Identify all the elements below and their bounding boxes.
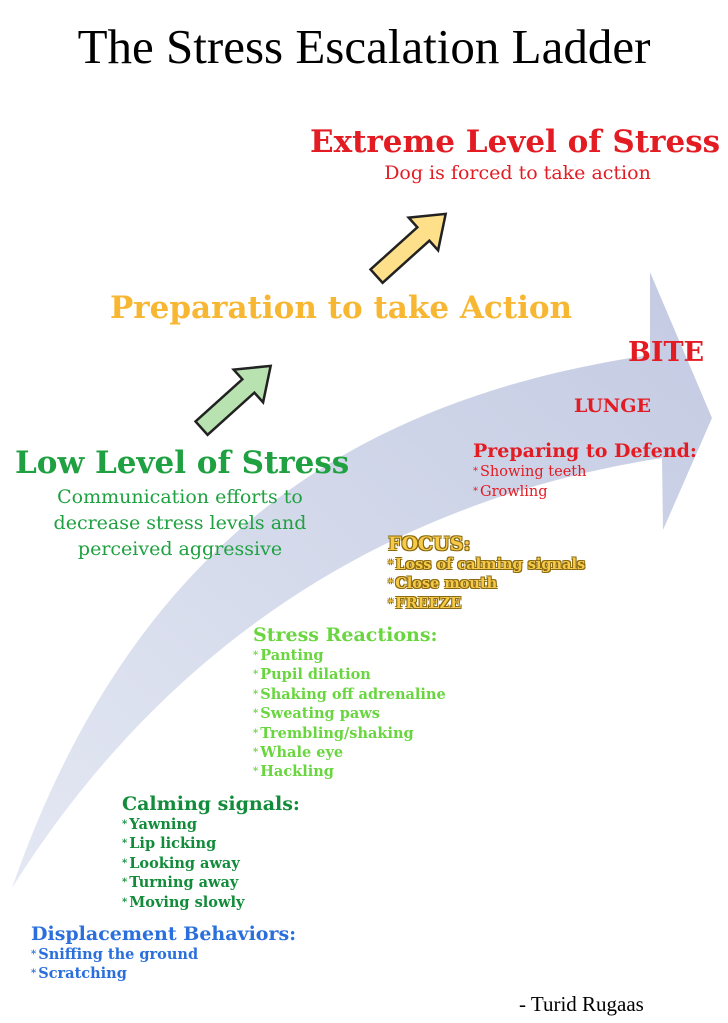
list-item: *Hackling — [253, 763, 334, 781]
preparing-to-defend-title: Preparing to Defend: — [473, 440, 697, 462]
list-item: *Looking away — [122, 854, 240, 872]
list-item: *Sweating paws — [253, 705, 380, 723]
list-item: *Whale eye — [253, 744, 344, 762]
bite-label: BITE — [628, 337, 705, 368]
extreme-stress-subtitle: Dog is forced to take action — [384, 162, 651, 184]
list-item: *Loss of calming signals — [388, 556, 586, 573]
list-item: *Yawning — [122, 816, 198, 833]
calming-signals-title: Calming signals: — [122, 793, 300, 815]
list-item: *Shaking off adrenaline — [253, 685, 446, 703]
focus-group: FOCUS: *Loss of calming signals *Close m… — [388, 533, 585, 613]
calming-signals-group: Calming signals: *Yawning *Lip licking *… — [122, 793, 300, 912]
displacement-behaviors-title: Displacement Behaviors: — [31, 923, 297, 945]
low-stress-subtitle: Communication efforts to decrease stress… — [53, 486, 307, 560]
preparation-heading: Preparation to take Action — [110, 290, 573, 326]
preparing-to-defend-list: *Showing teeth *Growling — [473, 462, 697, 503]
displacement-behaviors-list: *Sniffing the ground *Scratching — [31, 945, 296, 984]
calming-signals-list: *Yawning *Lip licking *Looking away *Tur… — [122, 815, 300, 912]
focus-title: FOCUS: — [388, 533, 471, 555]
preparing-to-defend-group: Preparing to Defend: *Showing teeth *Gro… — [473, 440, 697, 503]
list-item: *Lip licking — [122, 835, 217, 853]
list-item: *Sniffing the ground — [31, 946, 199, 963]
extreme-stress-heading: Extreme Level of Stress — [310, 124, 721, 160]
page-title: The Stress Escalation Ladder — [77, 19, 651, 74]
list-item: *Showing teeth — [473, 464, 587, 480]
lunge-label: LUNGE — [574, 395, 651, 417]
list-item: *FREEZE — [388, 594, 462, 612]
list-item: *Growling — [473, 484, 548, 501]
list-item: *Scratching — [31, 965, 127, 983]
list-item: *Panting — [253, 647, 324, 664]
list-item: *Moving slowly — [122, 893, 245, 911]
low-stress-heading: Low Level of Stress — [15, 445, 350, 481]
stress-reactions-group: Stress Reactions: *Panting *Pupil dilati… — [253, 624, 446, 782]
list-item: *Trembling/shaking — [253, 724, 414, 742]
displacement-behaviors-group: Displacement Behaviors: *Sniffing the gr… — [31, 923, 296, 984]
yellow-arrow-icon — [368, 212, 448, 285]
list-item: *Close mouth — [388, 575, 498, 593]
stress-reactions-title: Stress Reactions: — [253, 624, 438, 646]
author-credit: - Turid Rugaas — [519, 992, 644, 1016]
green-arrow-icon — [193, 364, 273, 437]
list-item: *Turning away — [122, 874, 239, 892]
stress-reactions-list: *Panting *Pupil dilation *Shaking off ad… — [253, 646, 446, 782]
list-item: *Pupil dilation — [253, 666, 371, 684]
focus-list: *Loss of calming signals *Close mouth *F… — [388, 555, 585, 613]
escalation-curve-arrow — [12, 272, 712, 888]
